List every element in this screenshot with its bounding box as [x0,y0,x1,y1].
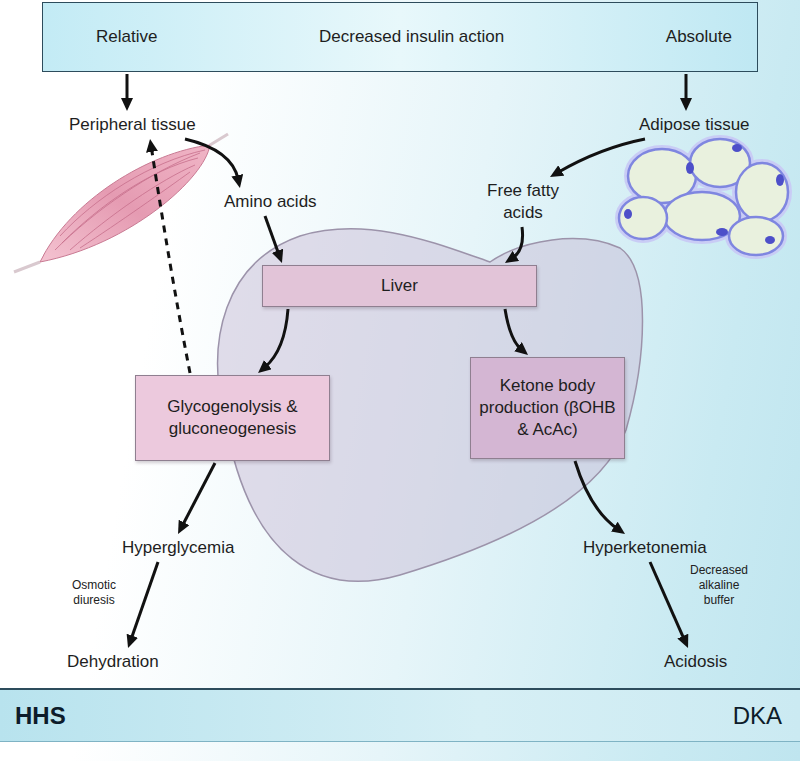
flow-arrow [558,139,645,173]
edge-label: Osmotic diuresis [62,578,126,608]
node-text: Free fatty acids [484,180,562,224]
node-text: Amino acids [224,191,317,213]
node-text: Dehydration [67,651,159,673]
state-label: Hyperketonemia [581,536,709,560]
node-text: Ketone body production (βOHB & AcAc) [479,375,616,441]
node-text: HHS [15,702,66,730]
node-text: Glycogenolysis & gluconeogenesis [144,396,321,440]
metabolite-label: Amino acids [222,190,319,214]
insulin-band: Relative Decreased insulin action Absolute [42,2,758,72]
node-text: Liver [381,275,418,297]
flow-arrow [575,461,618,529]
tissue-label: Adipose tissue [637,113,752,137]
process-box: Glycogenolysis & gluconeogenesis [135,375,330,461]
flow-arrow [505,309,521,349]
node-text: Decreased insulin action [319,26,504,48]
outcome-label: Acidosis [662,650,729,674]
process-box: Liver [262,265,537,307]
syndrome-band: HHS DKA [0,688,800,742]
adipose-illustration [619,139,788,255]
dashed-arrow [151,148,190,373]
flow-arrow [265,309,288,367]
node-text: Relative [96,26,157,48]
node-text: Peripheral tissue [69,114,196,136]
muscle-illustration [14,134,228,272]
flow-arrow [185,139,238,179]
tissue-label: Peripheral tissue [67,113,198,137]
flow-arrow [685,74,688,102]
metabolite-label: Free fatty acids [482,179,564,225]
node-text: Hyperglycemia [122,537,234,559]
process-box: Ketone body production (βOHB & AcAc) [470,357,625,459]
node-text: Adipose tissue [639,114,750,136]
flow-arrow [182,463,215,526]
edge-label: Decreased alkaline buffer [684,563,754,608]
flow-arrow [650,562,684,640]
flow-arrow [265,216,279,255]
flow-arrow [131,562,158,640]
outcome-label: Dehydration [65,650,161,674]
flow-arrow [126,74,129,102]
node-text: Acidosis [664,651,727,673]
node-text: DKA [733,702,782,730]
node-text: Hyperketonemia [583,537,707,559]
flow-arrow [513,227,523,258]
node-text: Absolute [666,26,732,48]
state-label: Hyperglycemia [120,536,236,560]
